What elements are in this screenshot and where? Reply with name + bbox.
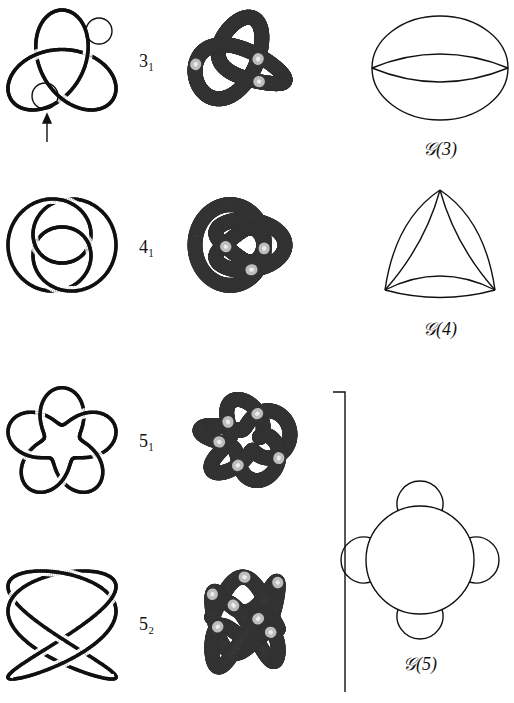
knot-drawings [8, 10, 290, 679]
knot-tube [195, 17, 285, 99]
strand-segment [18, 66, 19, 67]
knot-diagram [8, 10, 116, 110]
